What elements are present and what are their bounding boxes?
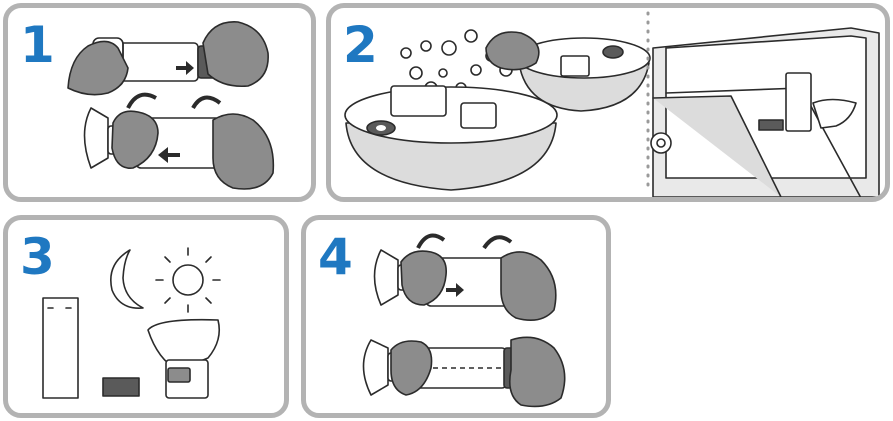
step-4-illustration [306, 220, 606, 413]
spacer-assembly-bottom [364, 340, 523, 395]
step-3-panel: 3 [3, 215, 289, 418]
step-4-panel: 4 [301, 215, 611, 418]
glove-hand-icon [203, 22, 268, 86]
rotate-arrow-icon [418, 236, 444, 249]
step-2-illustration [331, 8, 885, 197]
step-1-illustration [8, 8, 311, 197]
rotate-arrow-icon [128, 95, 156, 108]
cabinet-icon [651, 28, 879, 197]
glove-hand-icon [501, 252, 556, 320]
spacer-tube-standing [43, 298, 78, 398]
step-1-panel: 1 [3, 3, 316, 202]
dark-ring-part [103, 378, 139, 396]
rotate-arrow-icon [193, 98, 220, 108]
basin-icon [345, 86, 557, 190]
glove-hand-icon [213, 114, 273, 189]
step-2-panel: 2 [326, 3, 890, 202]
glove-hand-icon [68, 41, 128, 94]
glove-hand-icon [486, 32, 539, 70]
moon-icon [111, 250, 143, 308]
step-3-illustration [8, 220, 284, 413]
mouthpiece-icon [148, 320, 219, 398]
glove-hand-icon [510, 337, 565, 406]
sun-icon [156, 248, 220, 312]
rotate-arrow-icon [484, 237, 511, 248]
